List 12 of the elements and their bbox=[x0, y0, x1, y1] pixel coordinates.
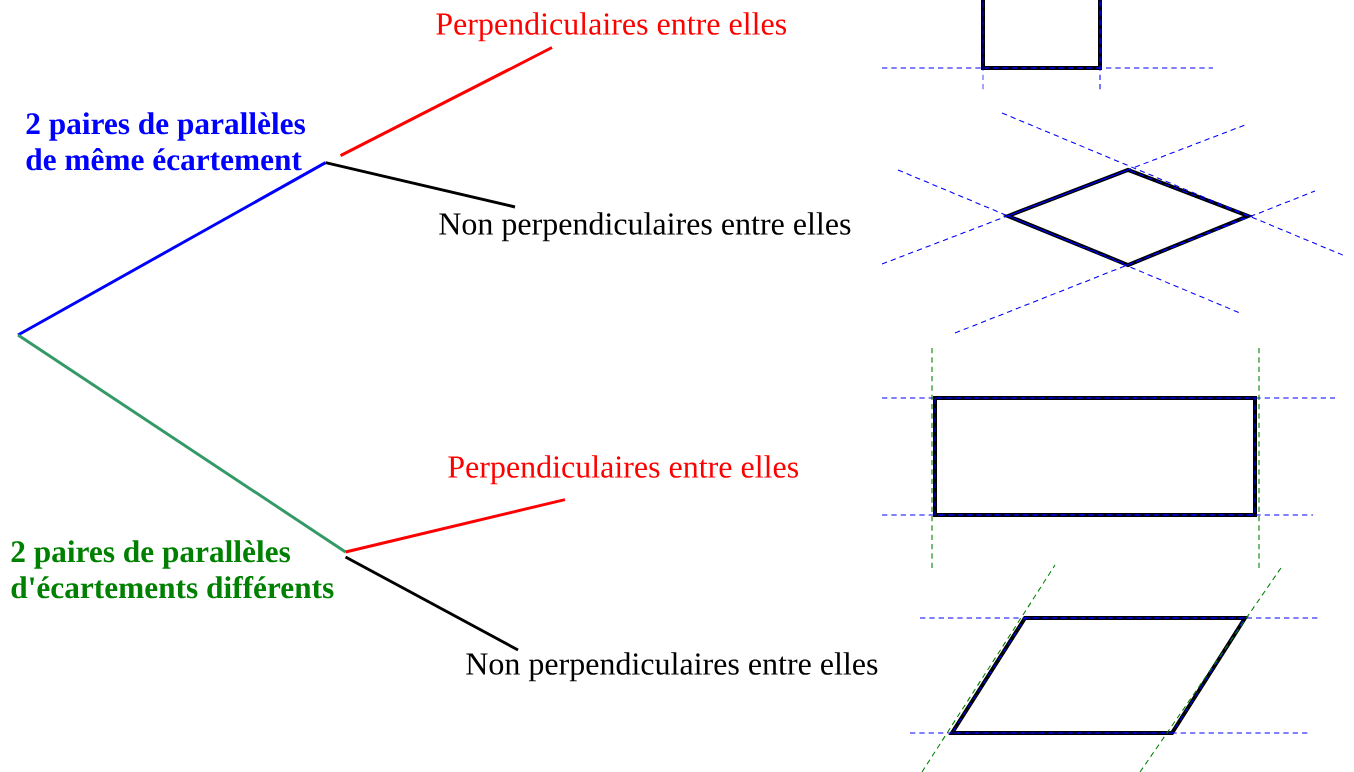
branch-heading: 2 paires de parallèles de même écartement bbox=[26, 112, 305, 171]
tree-branch bbox=[17, 161, 327, 337]
tree-branch bbox=[325, 161, 516, 209]
tree-branch bbox=[345, 498, 566, 554]
branch-label: Perpendiculaires entre elles bbox=[436, 12, 786, 42]
tree-branch bbox=[344, 555, 519, 652]
branch-label: Non perpendiculaires entre elles bbox=[466, 652, 878, 682]
branch-label: Perpendiculaires entre elles bbox=[448, 455, 798, 485]
branch-heading: 2 paires de parallèles d'écartements différents bbox=[11, 540, 334, 599]
branch-label: Non perpendiculaires entre elles bbox=[439, 212, 851, 242]
tree-branch bbox=[17, 333, 347, 554]
tree-branch bbox=[339, 46, 553, 157]
